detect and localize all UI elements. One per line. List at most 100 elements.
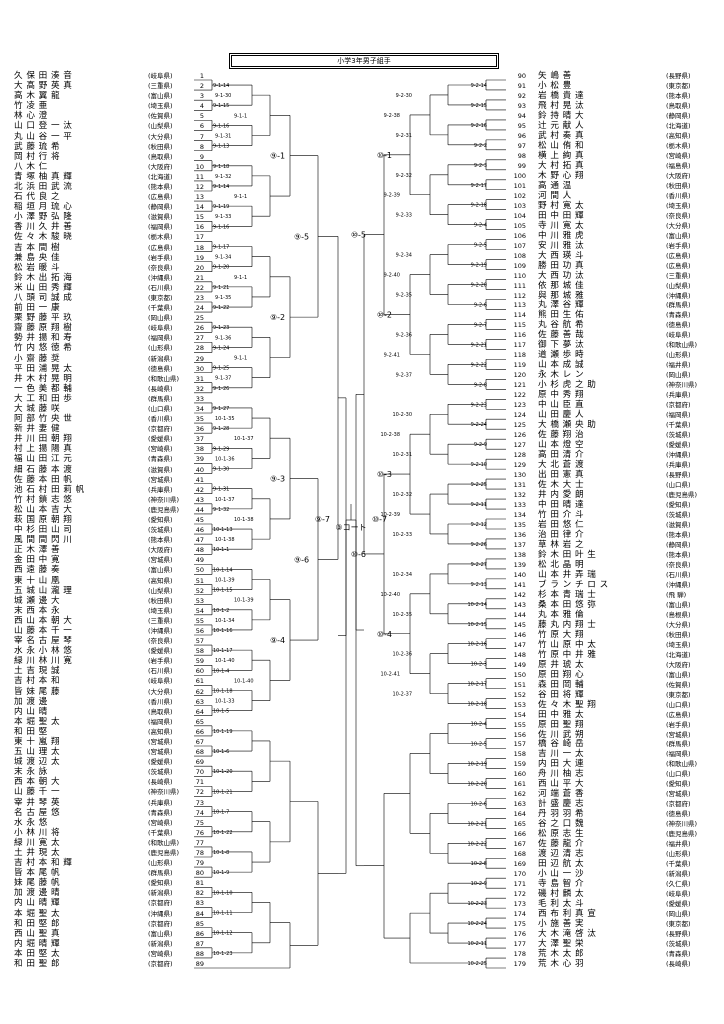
entry-row: 竹 村 鎖 志 悠(神奈川県)43 xyxy=(14,495,209,505)
entry-number: 34 xyxy=(195,405,204,413)
entry-name: 内 山 晴 輝 xyxy=(14,898,61,909)
entry-prefecture: (京都府) xyxy=(148,960,173,968)
entry-row: 内 山 晴(鳥取県)64 xyxy=(14,707,209,716)
match-label: 9-2-20 xyxy=(471,283,487,289)
entry-name: 金 田 中 寛 xyxy=(14,555,61,566)
entry-number: 43 xyxy=(195,495,204,504)
entry-name: 高 通 温 xyxy=(538,180,572,191)
entry-name: 橋 谷 崎 岳 xyxy=(538,739,585,750)
entry-prefecture: (千葉県) xyxy=(148,304,173,313)
entry-name: 一 色 美 都 輔 xyxy=(14,383,73,394)
entry-number: 142 xyxy=(513,590,526,599)
match-label: 9-1-19 xyxy=(213,204,229,210)
match-label: 9-1-32 xyxy=(213,507,229,513)
match-label: 9-1-22 xyxy=(213,305,229,311)
entry-number: 20 xyxy=(195,263,204,272)
entry-prefecture: (埼玉県) xyxy=(148,606,173,615)
match-label: 9-2-5 xyxy=(474,243,487,249)
entry-number: 100 xyxy=(513,171,526,180)
entry-name: 荒 木 心 羽 xyxy=(538,959,585,969)
entry-number: 99 xyxy=(517,161,526,170)
entry-prefecture: (京都府) xyxy=(666,401,691,410)
match-label: 9-2-26 xyxy=(471,542,487,548)
entry-number: 133 xyxy=(513,501,526,510)
entry-row: 林 心 澄(佐賀県)5 xyxy=(14,112,209,121)
entry-name: 田 辺 航 太 xyxy=(538,859,585,870)
entry-prefecture: (秋田県) xyxy=(148,142,173,151)
entry-prefecture: (滋賀県) xyxy=(666,520,691,529)
entry-number: 45 xyxy=(195,516,204,524)
entry-number: 19 xyxy=(195,253,204,262)
entry-row: 福 山 田 江 元(青森県)39 xyxy=(14,455,209,464)
entry-name: 八 木 仁 xyxy=(14,161,48,172)
entry-name: 井 木 村 晃 明 xyxy=(14,373,73,384)
entry-name: 大 城 藤 咲 xyxy=(14,404,61,414)
entry-prefecture: (島根県) xyxy=(666,610,691,619)
entry-number: 129 xyxy=(513,461,526,470)
match-label: 10-2-5 xyxy=(471,742,487,748)
entry-number: 7 xyxy=(199,132,204,141)
entry-number: 107 xyxy=(513,241,526,250)
match-label: 10-1-8 xyxy=(213,850,229,856)
entry-number: 49 xyxy=(195,556,204,565)
match-label: 10-2-18 xyxy=(467,702,487,708)
entry-number: 165 xyxy=(513,820,526,829)
entry-number: 148 xyxy=(513,650,526,659)
match-label: 10-1-23 xyxy=(213,951,233,957)
entry-name: 原 田 翔 心 xyxy=(538,669,585,680)
entry-name: 栗 野 藤 平 玖 xyxy=(14,313,73,324)
entry-name: 宰 井 琴 英 xyxy=(14,797,61,808)
match-label: 9-1-30 xyxy=(213,467,229,473)
entry-prefecture: (宮城県) xyxy=(148,738,173,746)
entry-prefecture: (長崎県) xyxy=(666,960,691,968)
entry-row: 佐 々 木 駿 晓(栃木県)17 xyxy=(14,233,209,242)
entry-number: 11 xyxy=(195,172,204,181)
entry-number: 17 xyxy=(195,233,204,242)
entry-name: 森 田 岡 輔 xyxy=(538,679,585,690)
match-label: ⑩-3 xyxy=(377,470,392,479)
match-label: 9-2-40 xyxy=(384,273,400,279)
entry-number: 121 xyxy=(513,381,526,390)
match-label: 9-2-13 xyxy=(471,582,487,588)
entry-row: 土 吉 現 誠(石川県)60 xyxy=(14,667,209,676)
entry-prefecture: (富山県) xyxy=(148,92,173,101)
match-label: 10-1-5 xyxy=(213,709,229,715)
entry-prefecture: (広島県) xyxy=(148,243,173,252)
match-label: 10-1-9 xyxy=(213,870,229,876)
entry-number: 79 xyxy=(195,859,204,868)
entry-number: 72 xyxy=(195,788,204,797)
entry-row: 井 木 村 晃 明(和歌山県)31 xyxy=(14,373,209,384)
entry-prefecture: (山梨県) xyxy=(148,586,173,595)
entry-prefecture: (広島県) xyxy=(666,710,691,719)
entry-number: 15 xyxy=(195,213,204,222)
entry-row: 武 藤 琉 希(秋田県)8 xyxy=(14,142,209,151)
entry-prefecture: (大分県) xyxy=(148,687,173,696)
entry-name: 吉 村 本 和 輝 xyxy=(14,858,73,869)
entry-prefecture: (兵庫県) xyxy=(148,485,173,494)
entry-name: 杉 本 青 瑞 士 xyxy=(538,589,597,600)
entry-row: 宰 名 古 屋 琴(奈良県)57 xyxy=(14,637,209,646)
entry-prefecture: (熊本県) xyxy=(148,536,173,545)
entry-prefecture: (岩手県) xyxy=(666,241,691,250)
match-label: 10-1-1 xyxy=(213,547,229,553)
match-label: 9-1-1 xyxy=(234,194,247,200)
entry-number: 145 xyxy=(513,620,526,629)
match-label: 9-2-18 xyxy=(471,203,487,209)
match-label: ⑨-4 xyxy=(270,636,285,645)
entry-number: 67 xyxy=(195,738,204,746)
entry-number: 175 xyxy=(513,920,526,929)
entry-number: 53 xyxy=(195,596,204,605)
entry-name: 内 田 大 連 xyxy=(538,759,585,770)
match-label: 9-1-33 xyxy=(215,214,231,220)
entry-prefecture: (埼玉県) xyxy=(148,102,173,111)
entry-prefecture: (京都府) xyxy=(148,919,173,928)
entry-row: 水 永 悠(宮崎県)75 xyxy=(14,818,209,827)
entry-name: 依 那 城 佳 xyxy=(538,280,585,291)
